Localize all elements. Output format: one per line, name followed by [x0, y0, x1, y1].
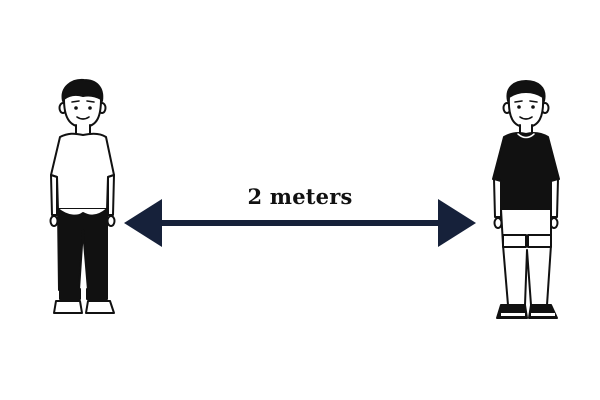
person-left-figure	[49, 78, 116, 314]
distance-label: 2 meters	[247, 184, 353, 209]
person-right-figure	[492, 80, 560, 319]
double-arrow-icon	[124, 199, 476, 247]
